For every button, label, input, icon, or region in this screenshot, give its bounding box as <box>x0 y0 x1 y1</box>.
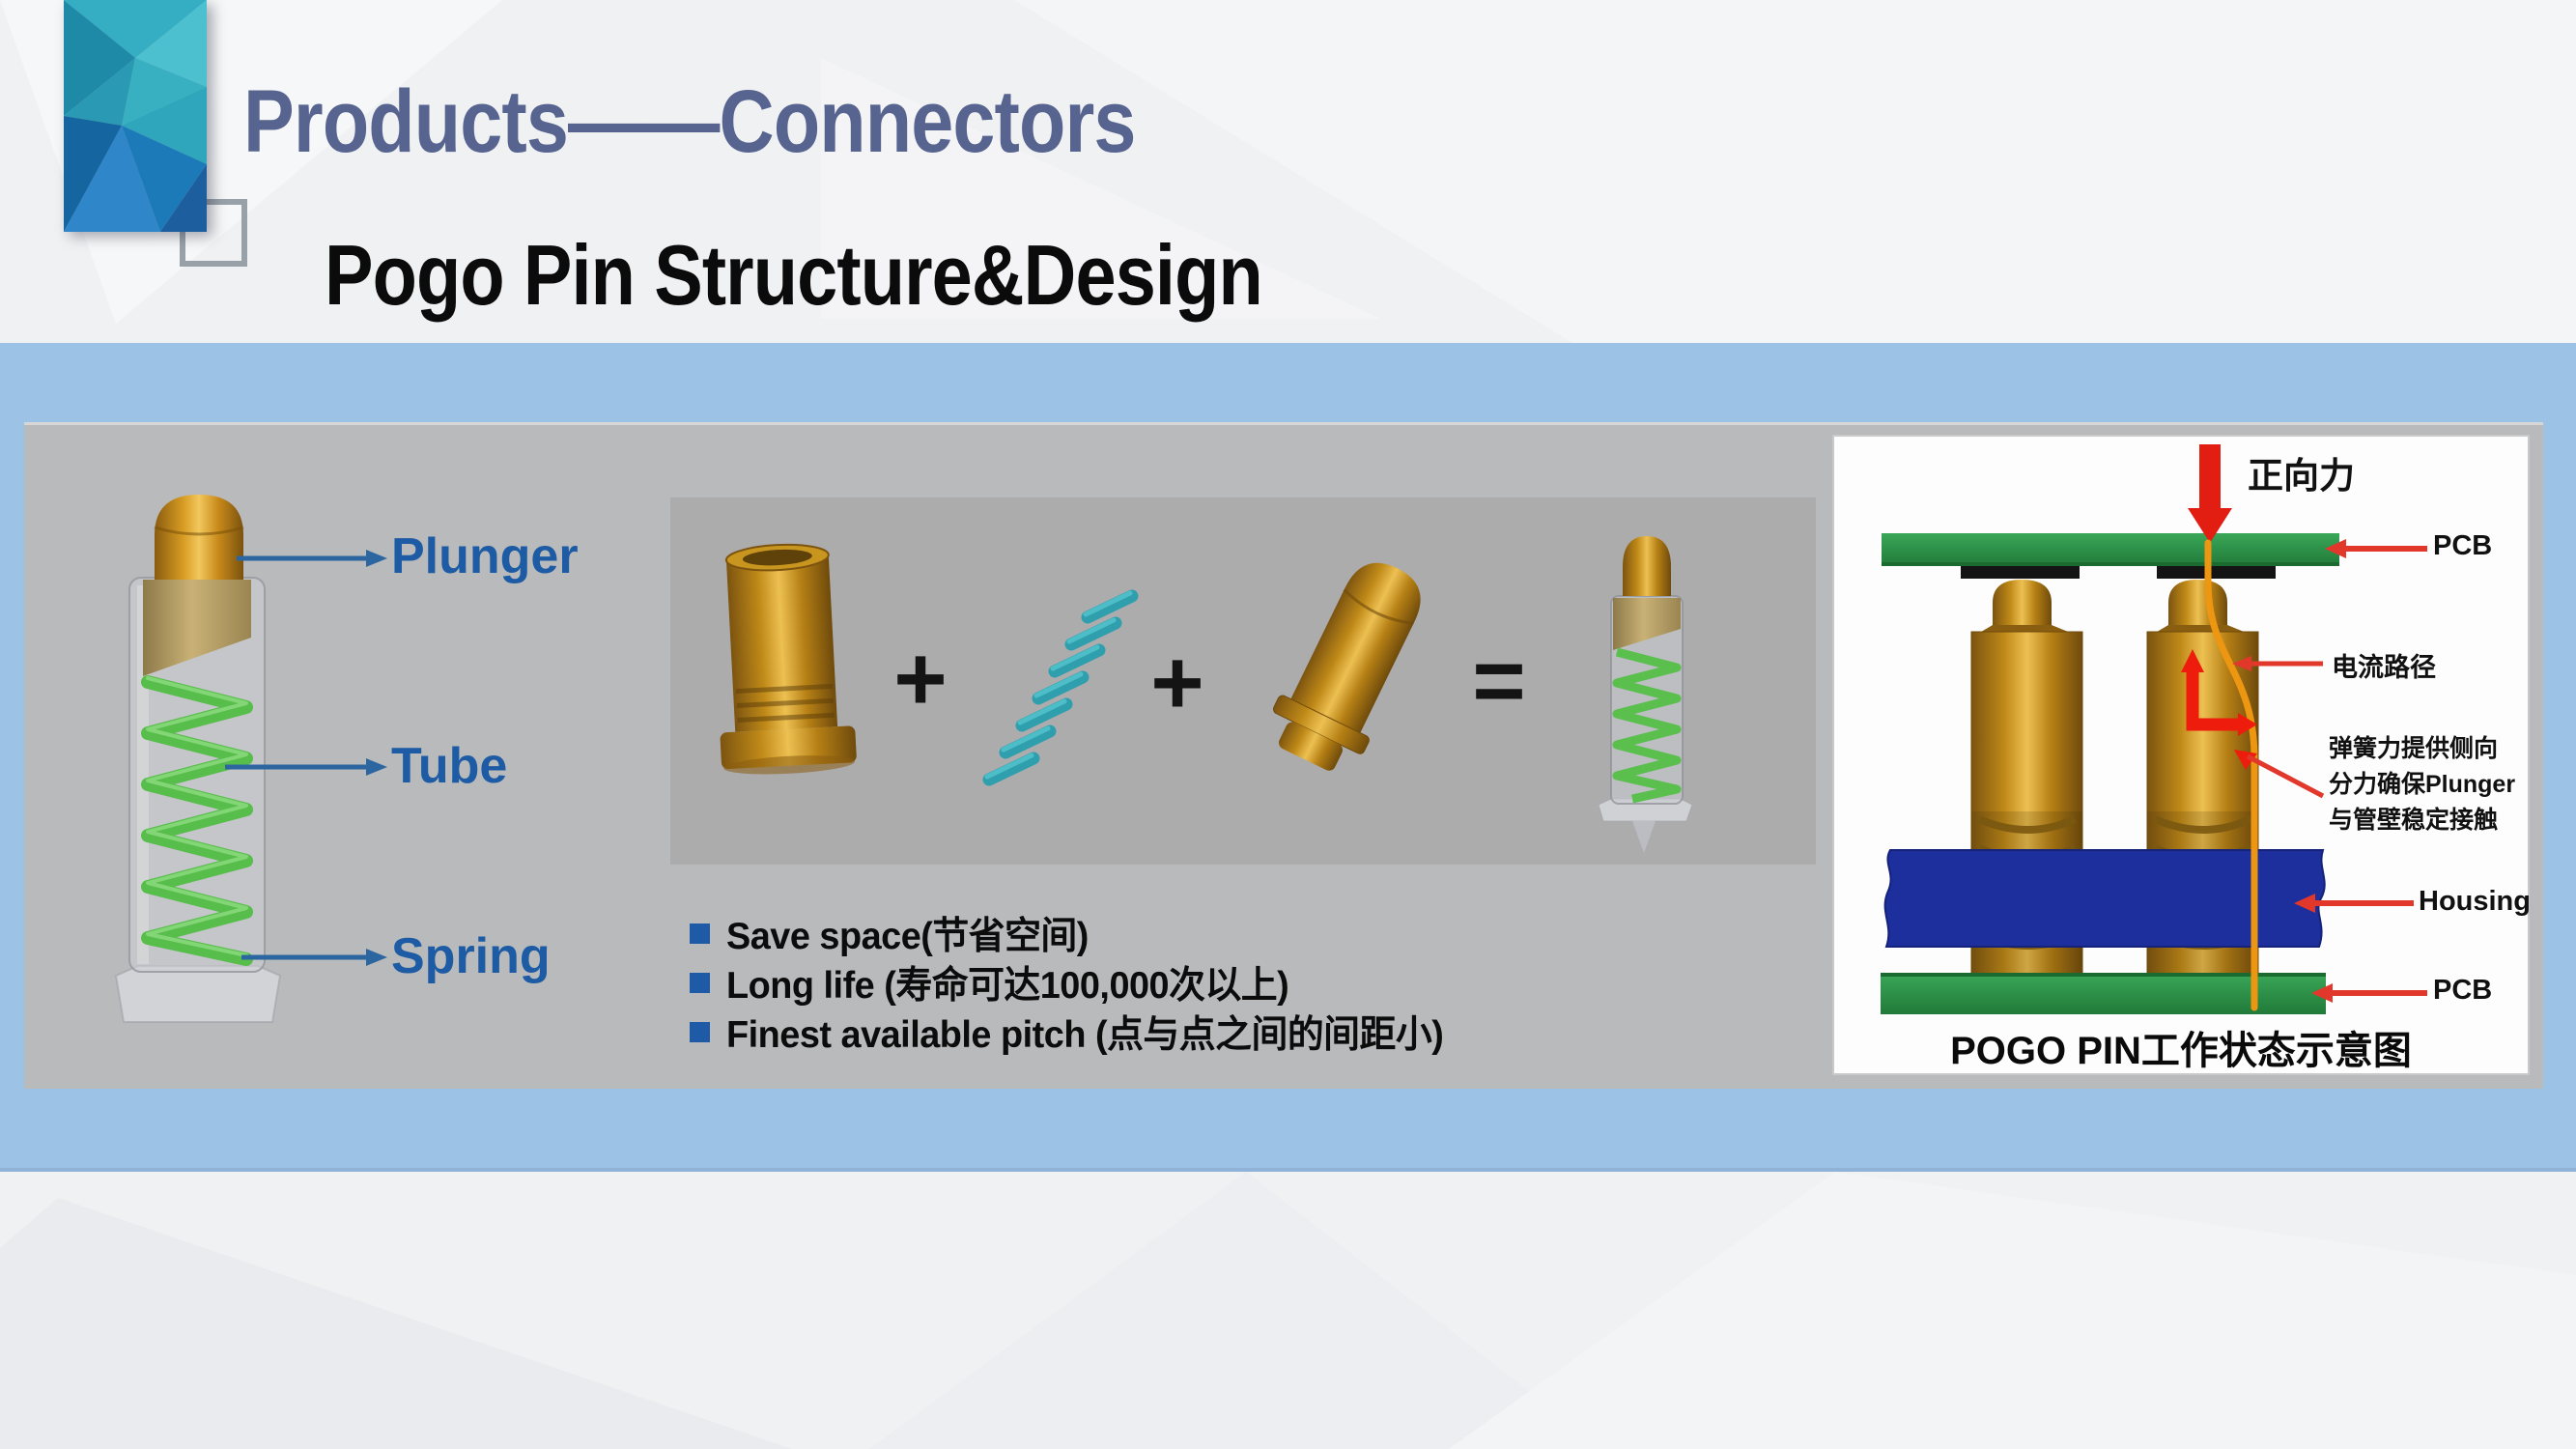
tube-part <box>720 543 857 775</box>
pin-base <box>114 965 282 1023</box>
assembled-pin <box>1598 536 1693 853</box>
feature-item: Save space(节省空间) <box>690 909 1099 957</box>
housing-arrow-icon <box>2294 894 2414 913</box>
outline-square-decoration <box>180 199 247 267</box>
plunger-part <box>1273 562 1421 771</box>
pcb-bottom-label: PCB <box>2433 975 2493 1006</box>
tube-label: Tube <box>391 738 508 794</box>
housing-label: Housing <box>2419 886 2531 917</box>
plunger-label: Plunger <box>391 528 579 584</box>
housing-band <box>1883 849 2326 948</box>
pcb-top-arrow-icon <box>2325 539 2427 558</box>
current-path-arrow-icon <box>2232 656 2323 671</box>
working-state-diagram <box>1881 444 2427 1014</box>
bullet-square-icon <box>690 972 710 993</box>
pcb-top-bar <box>1882 533 2339 566</box>
contact-pad <box>1961 566 2080 579</box>
feature-item: Long life (寿命可达100,000次以上) <box>690 958 1306 1007</box>
spring-note-line: 分力确保Plunger <box>2329 771 2516 798</box>
normal-force-label: 正向力 <box>2248 456 2355 496</box>
diagram-caption: POGO PIN工作状态示意图 <box>1950 1030 2412 1072</box>
assembly-equation-figure <box>720 536 1693 853</box>
current-path-line <box>2204 539 2258 1011</box>
spring-label: Spring <box>391 928 551 984</box>
pcb-bottom-arrow-icon <box>2311 983 2427 1003</box>
spring-note-line: 与管壁稳定接触 <box>2329 807 2499 834</box>
spring-coil <box>141 675 253 966</box>
spring-part <box>982 589 1139 786</box>
contact-pad <box>2157 566 2276 579</box>
page-title: Products——Connectors <box>243 72 1136 171</box>
bullet-square-icon <box>690 1021 710 1042</box>
feature-text: Finest available pitch (点与点之间的间距小) <box>726 1014 1444 1056</box>
feature-text: Long life (寿命可达100,000次以上) <box>726 965 1289 1007</box>
page-subtitle: Pogo Pin Structure&Design <box>325 227 1263 323</box>
feature-item: Finest available pitch (点与点之间的间距小) <box>690 1008 1465 1056</box>
force-arrow-icon <box>2188 444 2232 543</box>
pcb-top-label: PCB <box>2433 530 2493 561</box>
bullet-square-icon <box>690 923 710 944</box>
pogo-pin-cutaway-figure <box>114 495 387 1023</box>
plunger-arrow-icon <box>237 550 387 567</box>
current-path-label: 电流路径 <box>2332 653 2436 682</box>
equals-sign: = <box>1472 630 1526 732</box>
feature-text: Save space(节省空间) <box>726 916 1089 957</box>
spring-note-line: 弹簧力提供侧向 <box>2329 735 2499 762</box>
plus-sign: + <box>893 628 948 730</box>
side-force-arrow-icon <box>2181 649 2257 770</box>
spring-note-arrow-icon <box>2246 753 2325 799</box>
plunger-shaft <box>143 580 251 676</box>
plunger-head <box>154 495 244 580</box>
plus-sign: + <box>1150 632 1204 734</box>
spring-force-note: 弹簧力提供侧向 分力确保Plunger 与管壁稳定接触 <box>2329 731 2515 838</box>
pcb-bottom-bar <box>1881 973 2326 1014</box>
tube-arrow-icon <box>225 758 387 776</box>
spring-arrow-icon <box>241 949 387 966</box>
polygon-banner-decoration <box>64 0 207 232</box>
